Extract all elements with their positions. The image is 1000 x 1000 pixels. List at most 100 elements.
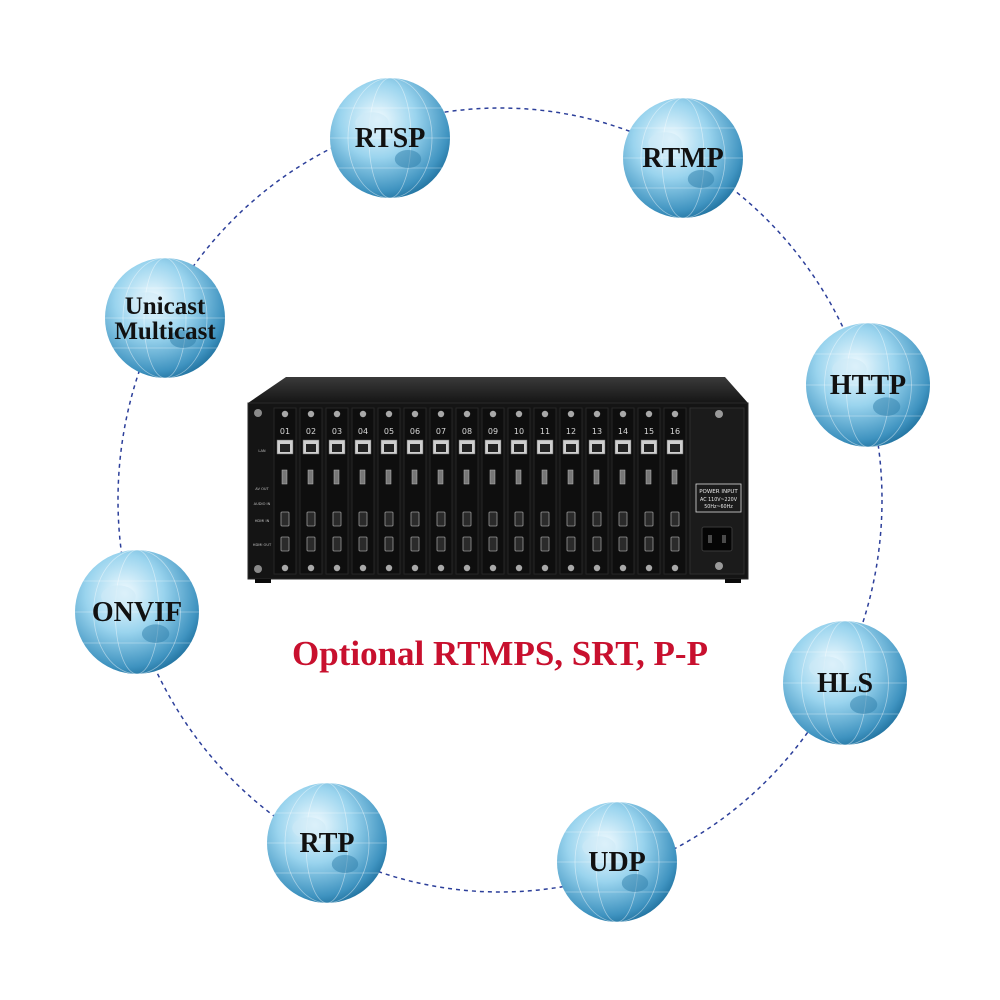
globe-icon	[267, 783, 387, 903]
globe-meridian	[122, 257, 208, 379]
slot-screw	[489, 564, 497, 572]
usb-port	[593, 469, 600, 485]
slot-screw	[385, 564, 393, 572]
globe-landmass	[648, 132, 682, 154]
globe-landmass	[355, 112, 389, 134]
slot-screw	[385, 410, 393, 418]
slot-number: 14	[618, 427, 628, 436]
slot-number: 12	[566, 427, 576, 436]
encoder-slot: 07	[429, 407, 453, 575]
row-label: HDMI IN	[255, 519, 270, 523]
globe-landmass	[832, 358, 867, 381]
protocol-globe: RTMP	[623, 97, 743, 219]
slot-screw	[593, 410, 601, 418]
globe-meridian	[114, 549, 160, 675]
globe-meridian	[595, 801, 639, 923]
slot-screw	[281, 410, 289, 418]
encoder-slot: 10	[507, 407, 531, 575]
usb-port	[307, 469, 314, 485]
slot-screw	[307, 410, 315, 418]
power-label-box	[695, 483, 742, 513]
globe-landmass	[292, 817, 326, 839]
globe-meridian	[574, 801, 660, 923]
slot-screw	[515, 564, 523, 572]
hdmi-in-port	[566, 511, 576, 527]
slot-screw	[437, 564, 445, 572]
hdmi-in-port	[644, 511, 654, 527]
hdmi-out-port	[540, 536, 550, 552]
slot-number: 16	[670, 427, 680, 436]
usb-port	[333, 469, 340, 485]
globe-label: UDP	[588, 847, 646, 878]
globe-icon	[806, 323, 930, 447]
row-label: HDMI OUT	[253, 543, 272, 547]
encoder-slot: 11	[533, 407, 557, 575]
hdmi-in-port	[384, 511, 394, 527]
usb-port	[619, 469, 626, 485]
globe-landmass	[621, 874, 649, 892]
lan-port-socket	[332, 444, 342, 452]
slot-screw	[567, 410, 575, 418]
globe-landmass	[169, 330, 197, 348]
globe-landmass	[130, 292, 164, 314]
encoder-slot: 03	[325, 407, 349, 575]
slot-screw	[593, 564, 601, 572]
hdmi-out-port	[306, 536, 316, 552]
lan-port-socket	[618, 444, 628, 452]
slot-screw	[645, 564, 653, 572]
power-module-panel	[689, 407, 745, 575]
lan-port-socket	[358, 444, 368, 452]
globe-label: HLS	[817, 668, 873, 699]
hdmi-in-port	[280, 511, 290, 527]
globe-landmass	[849, 695, 878, 714]
hdmi-out-port	[332, 536, 342, 552]
globe-meridian	[143, 257, 187, 379]
hdmi-out-port	[566, 536, 576, 552]
hdmi-out-port	[488, 536, 498, 552]
slot-screw	[333, 564, 341, 572]
slot-number: 04	[358, 427, 368, 436]
slot-screw	[359, 410, 367, 418]
hdmi-in-port	[410, 511, 420, 527]
slot-screw	[619, 410, 627, 418]
hdmi-out-port	[410, 536, 420, 552]
globe-meridian	[824, 322, 912, 448]
chassis-lid	[248, 377, 748, 403]
tagline: Optional RTMPS, SRT, P-P	[292, 634, 708, 673]
encoder-slot: 09	[481, 407, 505, 575]
globe-landmass	[101, 585, 136, 608]
hdmi-out-port	[436, 536, 446, 552]
globe-icon	[105, 258, 225, 378]
slot-number: 09	[488, 427, 498, 436]
power-module: POWER INPUT AC 110V~220V 50Hz~60Hz	[689, 407, 745, 575]
slot-number: 05	[384, 427, 394, 436]
globe-meridian	[347, 77, 433, 199]
slot-number: 13	[592, 427, 602, 436]
encoder-slot: 14	[611, 407, 635, 575]
globe-icon	[623, 98, 743, 218]
lan-port-socket	[436, 444, 446, 452]
usb-port	[645, 469, 652, 485]
slot-number: 03	[332, 427, 342, 436]
encoder-slot: 15	[637, 407, 661, 575]
globe-meridian	[640, 97, 726, 219]
slot-number: 01	[280, 427, 290, 436]
usb-port	[489, 469, 496, 485]
encoder-slot: 01	[273, 407, 297, 575]
slot-screw	[281, 564, 289, 572]
slot-screw	[671, 410, 679, 418]
usb-port	[463, 469, 470, 485]
encoder-slot: 02	[299, 407, 323, 575]
slot-screw	[645, 410, 653, 418]
usb-port	[437, 469, 444, 485]
globe-landmass	[687, 170, 715, 188]
hdmi-out-port	[358, 536, 368, 552]
lan-port-socket	[280, 444, 290, 452]
hdmi-out-port	[618, 536, 628, 552]
slot-number: 06	[410, 427, 420, 436]
slot-screw	[333, 410, 341, 418]
hdmi-in-port	[514, 511, 524, 527]
